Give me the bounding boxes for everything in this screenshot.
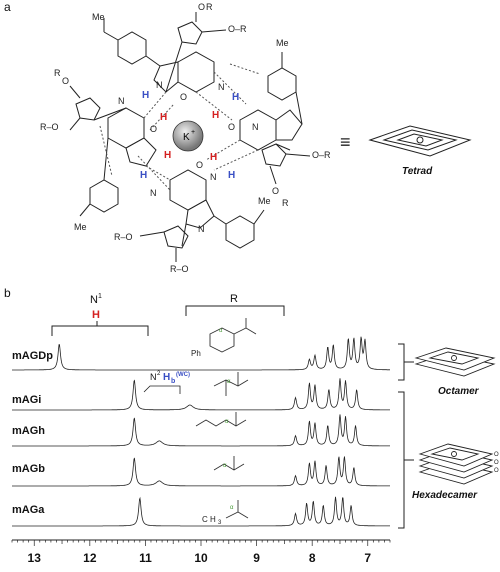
h-blue-2: H (232, 92, 239, 103)
h-blue-1: H (142, 90, 149, 101)
potassium-ion: K + (172, 120, 204, 152)
hydrogen-bonds (99, 63, 261, 191)
atom-n-bottom: N (150, 188, 157, 198)
atom-n-right: N (252, 122, 259, 132)
ph-label: Ph (191, 349, 201, 358)
cation-symbol: K (183, 132, 190, 143)
hb-sub: b (171, 378, 175, 385)
bracket-r-label: R (230, 293, 238, 305)
nmr-spectra (12, 336, 390, 527)
hb-sup: (WC) (176, 372, 190, 378)
octamer-label: Octamer (438, 386, 480, 397)
ch3-h: H (210, 515, 216, 524)
atom-n-left: N (118, 96, 125, 106)
atom-r-left: R (54, 68, 61, 78)
octamer-icon (414, 347, 496, 377)
r-group-structures (195, 318, 257, 519)
atom-ro-left: R–O (40, 122, 59, 132)
atom-o-top: O (198, 2, 205, 12)
ch3-c: C (202, 515, 208, 524)
panel-a-label: a (4, 0, 11, 14)
ppm-axis: 13 12 11 10 9 8 7 (11, 539, 391, 565)
bracket-n1-h: H (92, 309, 100, 321)
hex-o-2: O (494, 460, 499, 466)
bracket-r: R (185, 293, 285, 316)
spectrum-mAGb (12, 456, 390, 487)
atom-r-rightbottom: R (282, 198, 289, 208)
alpha-5: α (230, 505, 234, 511)
atom-ro-bottom2: R–O (170, 264, 189, 274)
h-blue-3: H (140, 170, 147, 181)
spectrum-labels: mAGDp mAGi mAGh mAGb mAGa (12, 350, 53, 516)
h-red-4: H (210, 152, 217, 163)
me-right: Me (276, 38, 289, 48)
axis-tick-label: 12 (83, 551, 97, 565)
atom-o-carbonyl-left: O (150, 124, 157, 134)
alpha-1: α (219, 328, 223, 334)
r-group-labels: Ph α α α α α H 3 C (191, 328, 234, 526)
atom-n-bottom2: N (210, 172, 217, 182)
atom-n-top: N (156, 80, 163, 90)
atom-o-left: O (62, 76, 69, 86)
hexadecamer-label: Hexadecamer (412, 490, 478, 501)
bracket-n1-sup: 1 (98, 293, 102, 300)
n2-label: N (150, 372, 157, 382)
bracket-n1: N 1 H (51, 293, 149, 336)
n2-sup: 2 (157, 371, 161, 377)
atom-o-carbonyl-bottom: O (196, 160, 203, 170)
hex-o-3: O (494, 468, 499, 474)
axis-tick-label: 11 (139, 551, 152, 565)
atom-o-rightbottom: O (272, 186, 279, 196)
axis-tick-label: 8 (309, 551, 316, 565)
axis-tick-label: 9 (253, 551, 260, 565)
panel-b-label: b (4, 286, 11, 300)
imino-h-labels: H H H H H H H H (140, 90, 239, 181)
alpha-2: α (227, 379, 231, 385)
label-mAGi: mAGi (12, 394, 41, 406)
spectrum-mAGa (12, 496, 390, 527)
equivalence-sign: ≡ (340, 132, 351, 152)
atom-o-carbonyl-top: O (180, 92, 187, 102)
hexadecamer-oxygens: O O O (494, 452, 499, 474)
h-red-3: H (164, 150, 171, 161)
hb-label: H (163, 372, 170, 383)
h-blue-4: H (228, 170, 235, 181)
axis-tick-label: 10 (194, 551, 208, 565)
alpha-4: α (223, 463, 227, 469)
atom-r-top: R (206, 2, 213, 12)
spectrum-mAGh (12, 414, 390, 447)
g-quartet-structure (69, 12, 311, 262)
tetrad-label: Tetrad (402, 166, 433, 177)
label-mAGa: mAGa (12, 504, 45, 516)
atom-n-top2: N (218, 82, 225, 92)
axis-tick-label: 13 (28, 551, 42, 565)
label-mAGb: mAGb (12, 463, 45, 475)
cation-charge: + (191, 129, 195, 136)
me-left: Me (74, 222, 87, 232)
atom-labels: O R O–R R–O O R O–R O R R–O R–O Me Me Me… (40, 2, 331, 274)
label-mAGDp: mAGDp (12, 350, 53, 362)
atom-or-topright: O–R (228, 24, 247, 34)
axis-tick-label: 7 (364, 551, 371, 565)
me-bottom: Me (258, 196, 271, 206)
spectrum-mAGDp (12, 336, 390, 371)
assembly-annotations (398, 343, 414, 529)
h-red-2: H (212, 110, 219, 121)
h-red-1: H (160, 112, 167, 123)
bracket-n1-n: N (90, 294, 98, 306)
ch3-sub: 3 (218, 520, 222, 526)
label-mAGh: mAGh (12, 425, 45, 437)
spectrum-mAGi (12, 378, 390, 411)
hex-o-1: O (494, 452, 499, 458)
n2-hb-annotation: N 2 H b (WC) (143, 371, 190, 394)
hexadecamer-icon (418, 443, 494, 485)
atom-n-bottom3: N (198, 224, 205, 234)
atom-ro-bottom: R–O (114, 232, 133, 242)
atom-o-carbonyl-right: O (228, 122, 235, 132)
alpha-3: α (225, 419, 229, 425)
tetrad-icon (368, 125, 472, 157)
me-top: Me (92, 12, 105, 22)
atom-or-right: O–R (312, 150, 331, 160)
